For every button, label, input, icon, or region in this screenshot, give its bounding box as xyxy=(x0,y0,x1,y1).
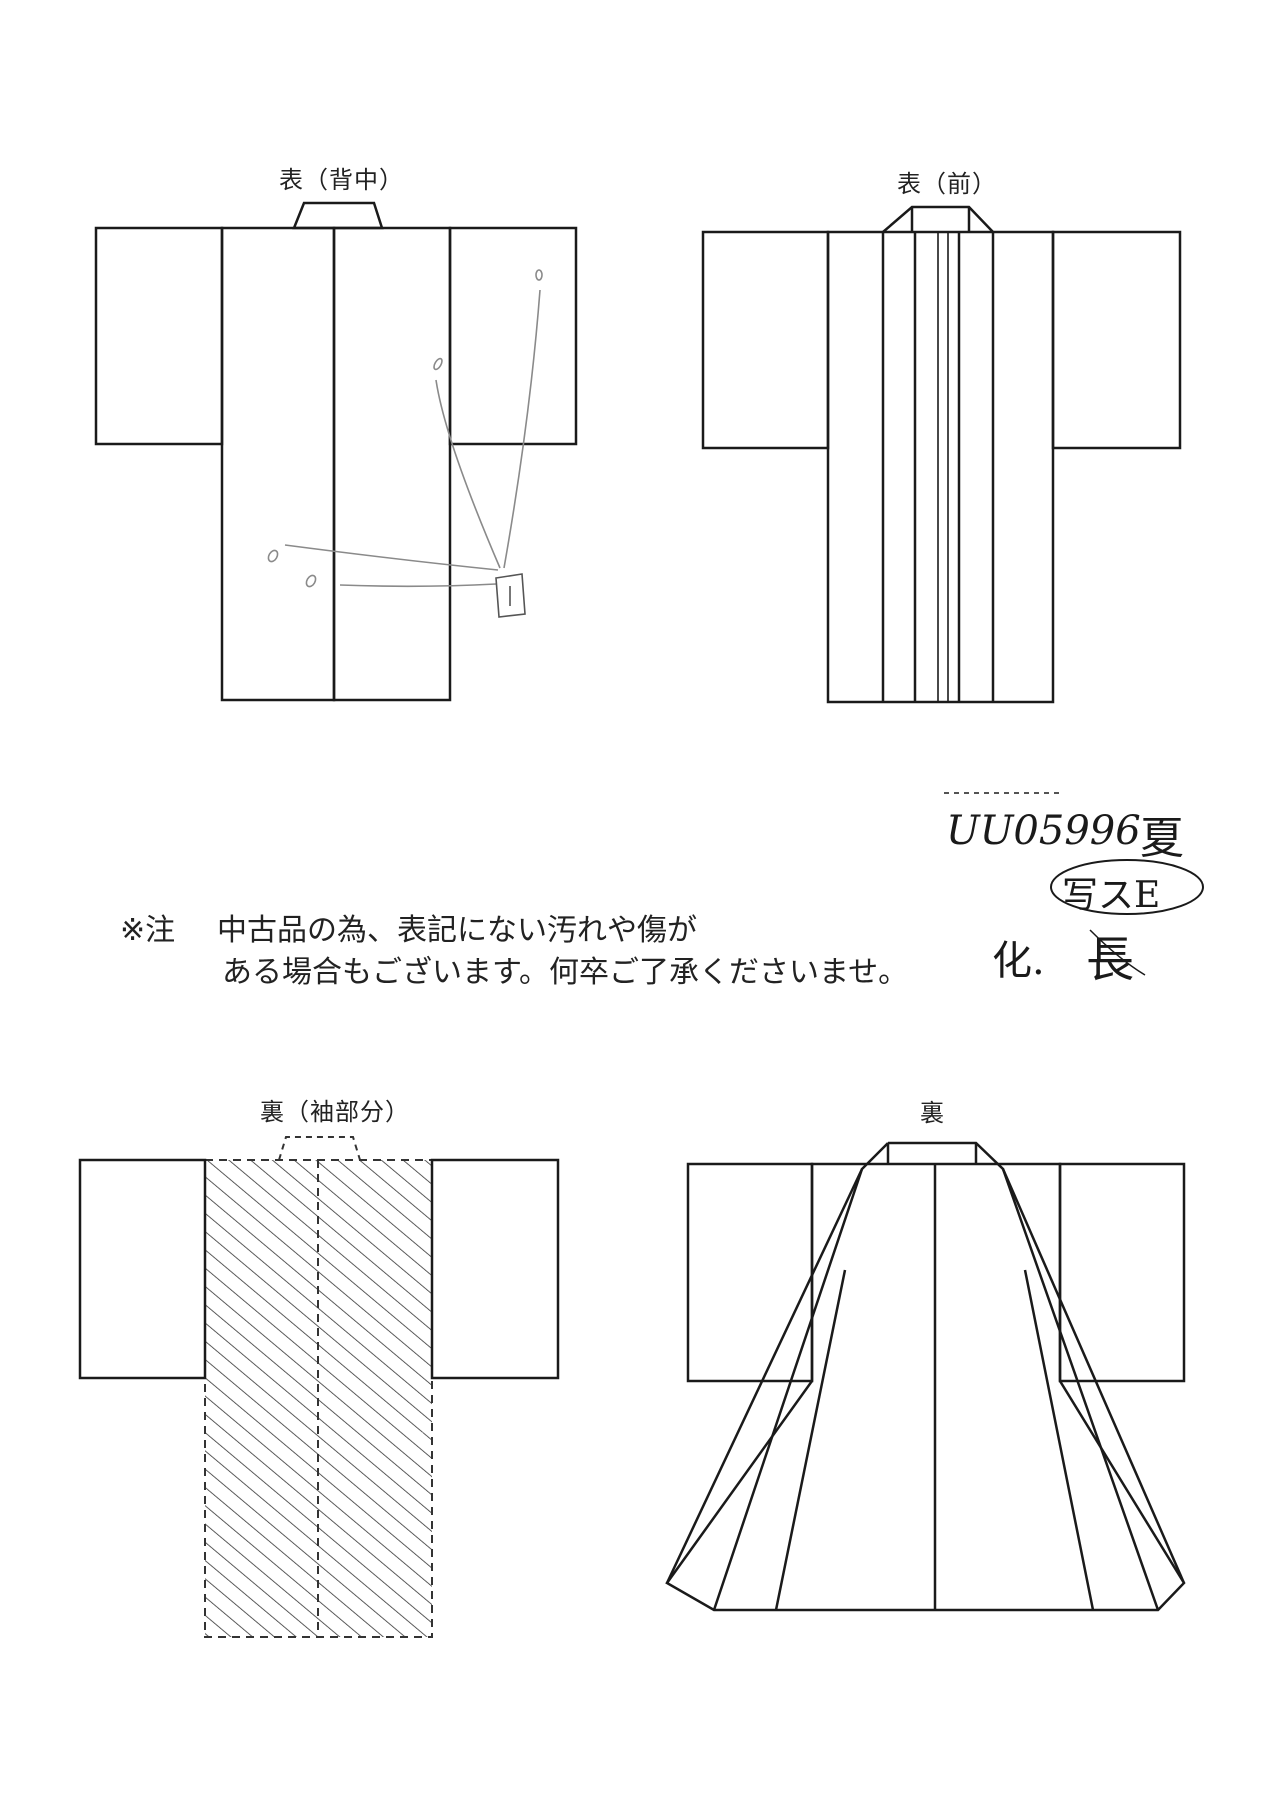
label-lining: 裏 xyxy=(920,1099,945,1127)
kimono-front-view xyxy=(701,205,1182,704)
handwritten-stamp: 写スE xyxy=(1062,875,1161,916)
right-sleeve xyxy=(1051,230,1182,450)
right-sleeve xyxy=(448,226,578,446)
handwritten-code: UU05996 xyxy=(946,808,1141,854)
stamp-circle xyxy=(1050,859,1204,915)
right-sleeve xyxy=(430,1158,560,1380)
body-right-panel xyxy=(332,226,452,702)
notice-line-1: 中古品の為、表記にない汚れや傷が xyxy=(217,913,697,948)
left-sleeve xyxy=(78,1158,207,1380)
handwritten-season: 夏 xyxy=(1140,813,1184,864)
notice-line-2: ある場合もございます。何卒ご了承くださいませ。 xyxy=(222,955,909,990)
kimono-lining-view xyxy=(665,1141,1186,1612)
right-sleeve xyxy=(1058,1162,1186,1383)
collar-tab xyxy=(292,201,384,230)
body-outline xyxy=(826,230,1055,704)
left-sleeve xyxy=(686,1162,814,1383)
body-left-panel xyxy=(220,226,336,702)
collar xyxy=(888,1141,1160,1611)
kimono-back-view xyxy=(94,201,578,702)
label-front-front: 表（前） xyxy=(897,170,997,198)
label-front-back: 表（背中） xyxy=(279,166,404,194)
left-sleeve xyxy=(701,230,830,450)
collar xyxy=(882,205,994,233)
label-lining-sleeve: 裏（袖部分） xyxy=(260,1098,410,1126)
stain-markings xyxy=(267,269,543,618)
notice-mark: ※注 xyxy=(120,913,176,948)
kimono-lining-sleeve-view xyxy=(78,1136,560,1638)
body-outline xyxy=(665,1162,1186,1612)
handwritten-material: 化. xyxy=(992,938,1045,984)
handwritten-length: 長 xyxy=(1086,932,1135,988)
handwritten-annotation xyxy=(944,792,1204,976)
left-sleeve xyxy=(94,226,224,446)
